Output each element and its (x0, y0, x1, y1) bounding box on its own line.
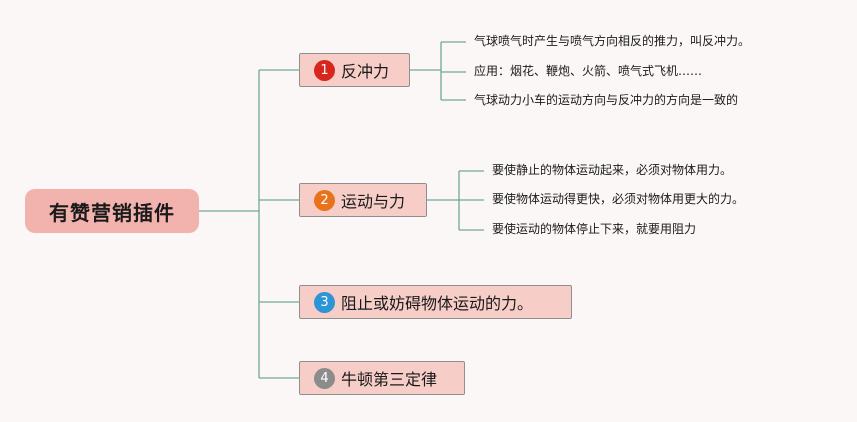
leaf-1-1[interactable]: 气球喷气时产生与喷气方向相反的推力，叫反冲力。 (474, 34, 751, 48)
branch-label-2: 运动与力 (341, 192, 406, 211)
branch-label-1: 反冲力 (341, 62, 390, 81)
root-node[interactable]: 有赞营销插件 (25, 189, 199, 233)
leaf-2-1[interactable]: 要使静止的物体运动起来，必须对物体用力。 (492, 163, 733, 177)
number-2-badge-icon: 2 (314, 189, 335, 211)
branch-label-3: 阻止或妨碍物体运动的力。 (341, 294, 534, 313)
leaf-1-3[interactable]: 气球动力小车的运动方向与反冲力的方向是一致的 (474, 93, 739, 107)
root-label: 有赞营销插件 (49, 200, 175, 225)
branch-node-3[interactable]: 3 阻止或妨碍物体运动的力。 (299, 285, 572, 319)
branch-node-2[interactable]: 2 运动与力 (299, 183, 427, 217)
number-3-badge-icon: 3 (314, 291, 335, 313)
leaf-1-2[interactable]: 应用：烟花、鞭炮、火箭、喷气式飞机…… (474, 64, 703, 78)
number-1-badge-icon: 1 (314, 59, 335, 81)
leaf-2-2[interactable]: 要使物体运动得更快，必须对物体用更大的力。 (492, 192, 745, 206)
leaf-2-3[interactable]: 要使运动的物体停止下来，就要用阻力 (492, 222, 697, 236)
branch-label-4: 牛顿第三定律 (341, 370, 438, 389)
number-4-badge-icon: 4 (314, 367, 335, 389)
branch-node-4[interactable]: 4 牛顿第三定律 (299, 361, 465, 395)
branch-node-1[interactable]: 1 反冲力 (299, 53, 410, 87)
